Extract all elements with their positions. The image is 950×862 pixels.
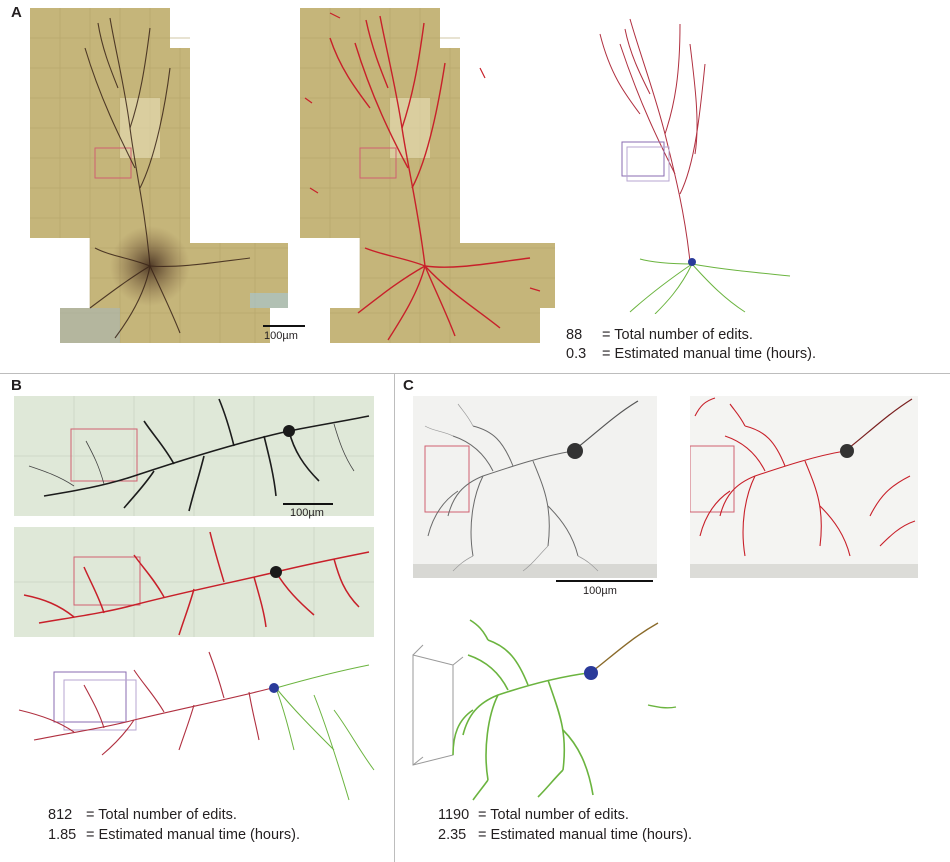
panel-c-traced-image xyxy=(690,396,918,578)
panel-b-edits-stat: 812 = Total number of edits. xyxy=(48,806,237,825)
panel-c-stained-image xyxy=(413,396,657,578)
panel-a-traced-image xyxy=(300,8,555,343)
panel-c-reconstruction xyxy=(412,619,677,801)
panel-b-time-stat: 1.85 = Estimated manual time (hours). xyxy=(48,826,300,845)
panel-b-edits-label: = Total number of edits. xyxy=(86,807,237,823)
panel-a-scale-bar xyxy=(263,325,305,327)
panel-c-edits-value: 1190 xyxy=(438,807,470,823)
panel-c-edits-stat: 1190 = Total number of edits. xyxy=(438,806,629,825)
panel-b-edits-value: 812 xyxy=(48,807,73,823)
panel-a-edits-value: 88 xyxy=(566,327,583,343)
panel-c-scale-bar xyxy=(556,580,653,582)
vertical-divider xyxy=(394,374,395,862)
panel-label-b: B xyxy=(11,377,22,394)
panel-b-reconstruction xyxy=(18,651,375,801)
panel-b-stained-image xyxy=(14,396,374,516)
panel-a-reconstruction xyxy=(599,18,791,314)
panel-a-stained-image xyxy=(30,8,288,343)
panel-a-time-label: = Estimated manual time (hours). xyxy=(602,346,816,362)
panel-label-a: A xyxy=(11,4,22,21)
panel-a-edits-stat: 88 = Total number of edits. xyxy=(566,326,753,345)
panel-c-time-label: = Estimated manual time (hours). xyxy=(478,827,692,843)
panel-b-time-label: = Estimated manual time (hours). xyxy=(86,827,300,843)
panel-c-edits-label: = Total number of edits. xyxy=(478,807,629,823)
panel-b-scale-bar xyxy=(283,503,333,505)
panel-b-scale-label: 100µm xyxy=(290,507,324,519)
panel-b-traced-image xyxy=(14,527,374,637)
panel-a-time-stat: 0.3 = Estimated manual time (hours). xyxy=(566,345,816,364)
panel-a-edits-label: = Total number of edits. xyxy=(602,327,753,343)
panel-b-time-value: 1.85 xyxy=(48,827,77,843)
panel-a-time-value: 0.3 xyxy=(566,346,587,362)
horizontal-divider xyxy=(0,373,950,374)
panel-c-time-stat: 2.35 = Estimated manual time (hours). xyxy=(438,826,692,845)
panel-label-c: C xyxy=(403,377,414,394)
panel-a-scale-label: 100µm xyxy=(264,330,298,342)
panel-c-time-value: 2.35 xyxy=(438,827,467,843)
panel-c-scale-label: 100µm xyxy=(583,585,617,597)
